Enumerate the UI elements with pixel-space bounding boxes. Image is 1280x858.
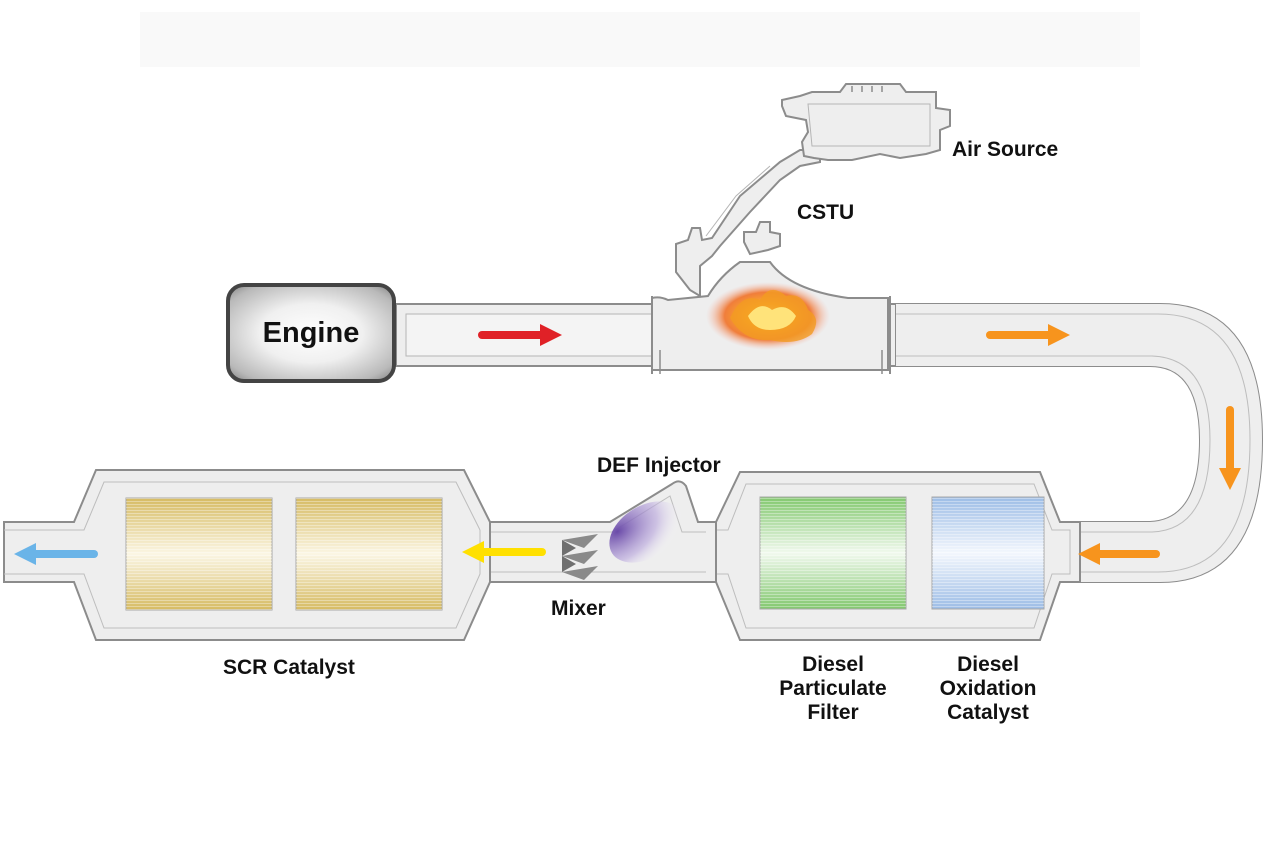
doc-label: Diesel Oxidation Catalyst (926, 653, 1050, 725)
scr-housing (3, 469, 491, 641)
dpf-doc-housing (689, 471, 1081, 641)
flow-arrow-tailpipe (14, 543, 98, 565)
mixer-label: Mixer (551, 597, 606, 620)
flow-arrow-after-cstu (986, 324, 1070, 346)
dpf-label-line-2: Particulate (779, 677, 887, 700)
def-spray (609, 501, 683, 563)
flow-arrow-into-doc (1078, 543, 1160, 565)
air-source-label: Air Source (952, 138, 1059, 161)
engine-block: Engine (226, 283, 396, 383)
flow-arrow-after-mixer (462, 541, 546, 563)
doc-label-line-2: Oxidation (939, 677, 1037, 700)
engine-label: Engine (262, 316, 360, 349)
flow-arrow-bend-down (1219, 406, 1241, 490)
doc-label-line-1: Diesel (957, 653, 1019, 676)
u-bend-pipe (896, 303, 1264, 583)
air-source-unit (781, 83, 951, 161)
mixer-pipe (489, 480, 717, 583)
doc-label-line-3: Catalyst (947, 701, 1029, 724)
dpf-label-line-1: Diesel (802, 653, 864, 676)
dpf-label: Diesel Particulate Filter (760, 653, 906, 725)
dpf-label-line-3: Filter (807, 701, 859, 724)
cstu-flame (706, 282, 830, 350)
scr-catalyst-label: SCR Catalyst (223, 656, 355, 679)
mixer-blades (562, 534, 598, 580)
def-injector-label: DEF Injector (597, 454, 721, 477)
flow-arrow-engine-out (478, 324, 562, 346)
background-smudge (140, 12, 1140, 67)
cstu-label: CSTU (797, 201, 855, 224)
